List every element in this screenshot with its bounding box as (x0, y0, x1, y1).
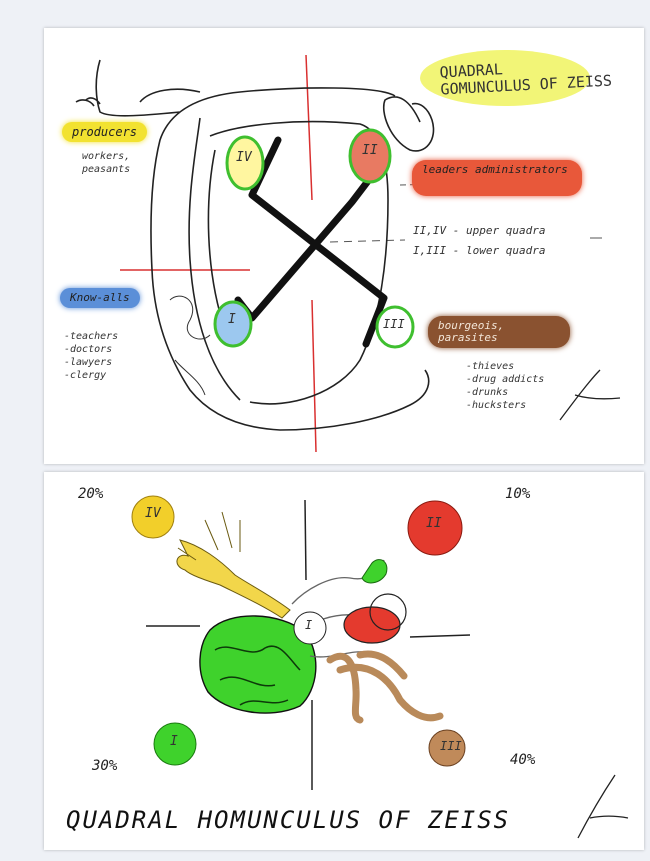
circle-brown-label: III (440, 739, 462, 753)
signature-bottom (578, 775, 628, 838)
pct-top-right: 10% (505, 486, 530, 502)
circle-red-label: II (426, 516, 442, 531)
pct-bottom-left: 30% (92, 758, 117, 774)
pct-bottom-right: 40% (510, 752, 535, 768)
circle-yellow-label: IV (145, 506, 161, 521)
center-circle-label: I (305, 618, 312, 632)
brown-limbs (330, 654, 440, 720)
yellow-hand (177, 512, 290, 618)
bottom-axis-vertical-upper (305, 500, 306, 580)
bottom-axis-horizontal-right (410, 635, 470, 637)
green-limb (362, 560, 387, 583)
red-head (344, 607, 400, 643)
circle-green-label: I (170, 734, 178, 749)
bottom-title: QUADRAL HOMUNCULUS OF ZEISS (66, 806, 510, 834)
pct-top-left: 20% (78, 486, 103, 502)
